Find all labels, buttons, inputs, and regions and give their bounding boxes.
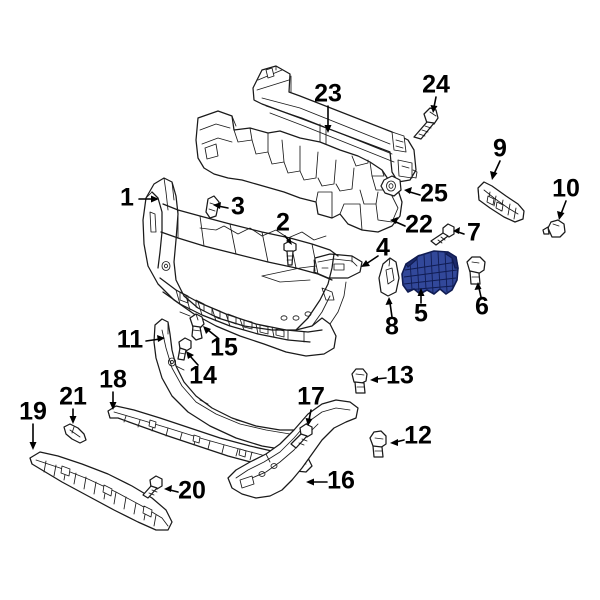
callout-number-11: 11 bbox=[117, 326, 144, 354]
part-valance-retainer-pin bbox=[351, 368, 368, 394]
callout-number-18: 18 bbox=[99, 366, 127, 394]
part-bumper-bolt bbox=[430, 223, 455, 246]
part-lower-valance-spoiler bbox=[227, 399, 359, 499]
part-bumper-side-guide-bracket bbox=[477, 181, 525, 223]
part-bumper-grille-insert-highlighted bbox=[401, 250, 459, 295]
callout-number-16: 16 bbox=[327, 467, 355, 495]
callout-number-21: 21 bbox=[59, 383, 87, 411]
part-lower-grille bbox=[29, 451, 173, 531]
callout-number-10: 10 bbox=[552, 175, 580, 203]
part-grille-clip bbox=[63, 423, 87, 444]
part-impact-bar-bolt bbox=[413, 107, 439, 140]
part-valance-screw bbox=[290, 423, 313, 449]
part-front-bumper-cover bbox=[142, 177, 347, 357]
part-lower-grille-screw bbox=[142, 475, 163, 499]
callout-number-25: 25 bbox=[420, 180, 448, 208]
callout-number-1: 1 bbox=[120, 184, 134, 212]
callout-number-12: 12 bbox=[404, 422, 432, 450]
part-retainer-push-pin bbox=[466, 256, 486, 285]
part-energy-absorber bbox=[195, 110, 403, 233]
part-bumper-cover-screw bbox=[283, 240, 297, 266]
part-side-bracket bbox=[378, 257, 400, 297]
callout-number-3: 3 bbox=[231, 193, 245, 221]
callout-number-7: 7 bbox=[467, 219, 481, 247]
callout-number-8: 8 bbox=[385, 313, 399, 341]
callout-number-13: 13 bbox=[386, 362, 414, 390]
callout-number-23: 23 bbox=[314, 80, 342, 108]
part-lower-retainer-pin bbox=[369, 430, 387, 458]
callout-number-22: 22 bbox=[405, 211, 433, 239]
callout-number-2: 2 bbox=[276, 209, 290, 237]
part-impact-bar-nut bbox=[380, 175, 402, 197]
callout-number-14: 14 bbox=[189, 362, 217, 390]
callout-number-6: 6 bbox=[475, 293, 489, 321]
part-molding-screw bbox=[177, 337, 192, 361]
callout-number-17: 17 bbox=[297, 383, 325, 411]
callout-number-15: 15 bbox=[210, 334, 238, 362]
callout-number-19: 19 bbox=[19, 398, 47, 426]
leader-lines bbox=[29, 96, 567, 493]
callout-number-9: 9 bbox=[493, 135, 507, 163]
callout-number-5: 5 bbox=[414, 300, 428, 328]
callout-number-20: 20 bbox=[178, 477, 206, 505]
part-molding-clip bbox=[189, 313, 205, 341]
part-retainer-rivet bbox=[542, 219, 566, 238]
callout-number-24: 24 bbox=[422, 71, 450, 99]
callout-number-4: 4 bbox=[376, 234, 390, 262]
